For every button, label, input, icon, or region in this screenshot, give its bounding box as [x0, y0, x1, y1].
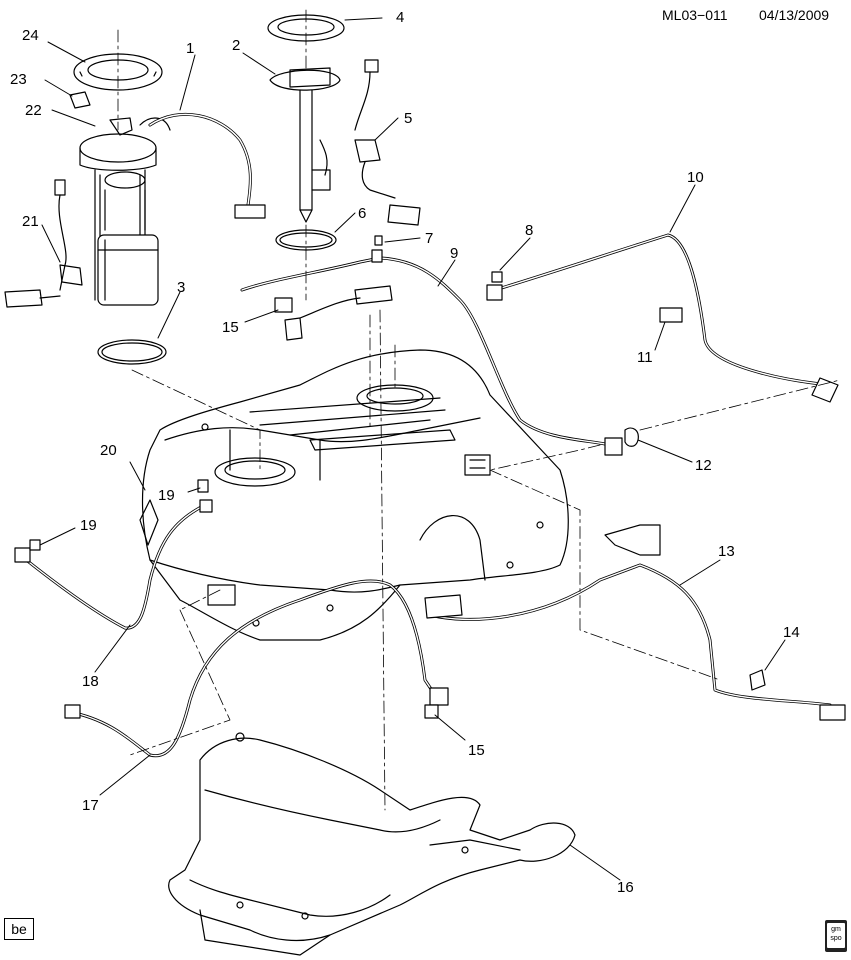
callout-20: 20: [100, 442, 117, 459]
fuel-pump-module: [4, 53, 171, 308]
o-ring-3: [97, 339, 167, 365]
callout-19-upper: 19: [158, 487, 175, 504]
callout-11: 11: [637, 349, 653, 366]
callout-14: 14: [783, 624, 800, 641]
callout-17: 17: [82, 797, 99, 814]
diagram-date: 04/13/2009: [759, 7, 829, 23]
gm-spo-logo-icon: gm spo: [825, 920, 847, 952]
callout-9: 9: [450, 245, 458, 262]
fuel-tank: [139, 349, 569, 641]
callout-21: 21: [22, 213, 39, 230]
callout-3: 3: [177, 279, 185, 296]
callout-13: 13: [718, 543, 735, 560]
callout-22: 22: [25, 102, 42, 119]
logo-line-2: spo: [830, 935, 842, 942]
callout-24: 24: [22, 27, 39, 44]
callout-1: 1: [186, 40, 194, 57]
callout-5: 5: [404, 110, 412, 127]
badge-label: be: [4, 918, 34, 940]
callout-16: 16: [617, 879, 634, 896]
callout-7: 7: [425, 230, 433, 247]
callout-6: 6: [358, 205, 366, 222]
callout-4: 4: [396, 9, 404, 26]
callout-labels: 1 2 3 4 5 6 7 8 9 10 11 12 13 14 15 15 1…: [10, 9, 800, 896]
fuel-line-connector: [234, 204, 266, 219]
diagram-code: ML03−011: [662, 7, 728, 23]
callout-19-lower: 19: [80, 517, 97, 534]
logo-line-1: gm: [831, 926, 841, 933]
tank-shield: [168, 732, 576, 956]
callout-2: 2: [232, 37, 240, 54]
callout-8: 8: [525, 222, 533, 239]
callout-15-upper: 15: [222, 319, 239, 336]
callout-12: 12: [695, 457, 712, 474]
callout-18: 18: [82, 673, 99, 690]
callout-10: 10: [687, 169, 704, 186]
callout-15-lower: 15: [468, 742, 485, 759]
callout-23: 23: [10, 71, 27, 88]
